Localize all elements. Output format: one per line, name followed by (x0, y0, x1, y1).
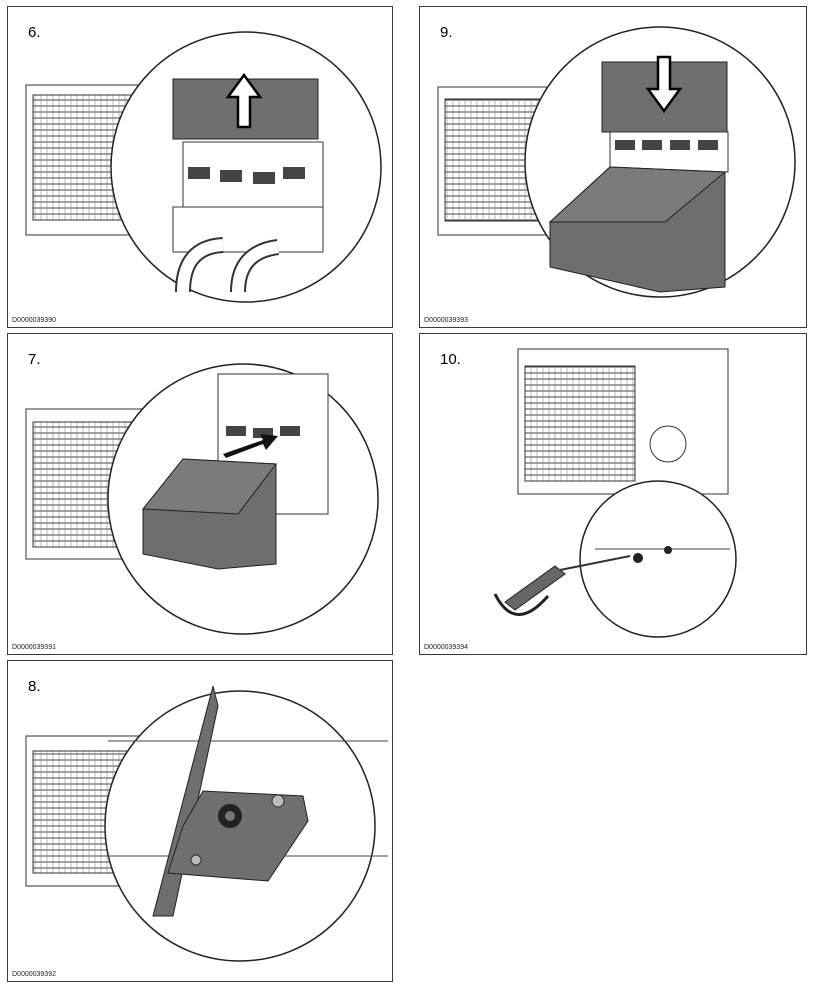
step-panel-7: 7. D0000039391 (7, 333, 393, 655)
illustration-fasten-bracket (25, 685, 388, 962)
image-id: D0000039392 (12, 971, 56, 978)
screwdriver-icon (504, 565, 566, 611)
arrow-right-icon (223, 434, 278, 458)
step-panel-8: 8. D0000039392 (7, 660, 393, 982)
fan-grille (524, 365, 636, 482)
rotate-arrow-icon (493, 593, 550, 616)
image-id: D0000039391 (12, 644, 56, 651)
step-number: 8. (28, 678, 41, 695)
mounting-bracket (167, 790, 309, 882)
access-cover-outline (649, 425, 687, 463)
step-panel-6: 6. D0000039390 (7, 6, 393, 328)
step-panel-9: 9. D0000039393 (419, 6, 807, 328)
detail-magnifier (579, 480, 737, 638)
illustration-tighten-screw (493, 348, 737, 638)
arrow-up-icon (225, 72, 263, 129)
illustration-close-cover (437, 26, 796, 298)
arrow-down-icon (645, 55, 683, 114)
illustration-open-cover (25, 31, 382, 303)
illustration-slide-cover (25, 363, 379, 635)
image-id: D0000039394 (424, 644, 468, 651)
image-id: D0000039390 (12, 317, 56, 324)
step-number: 9. (440, 24, 453, 41)
step-number: 10. (440, 351, 461, 368)
step-number: 7. (28, 351, 41, 368)
step-panel-10: 10. D0000039394 (419, 333, 807, 655)
image-id: D0000039393 (424, 317, 468, 324)
step-number: 6. (28, 24, 41, 41)
